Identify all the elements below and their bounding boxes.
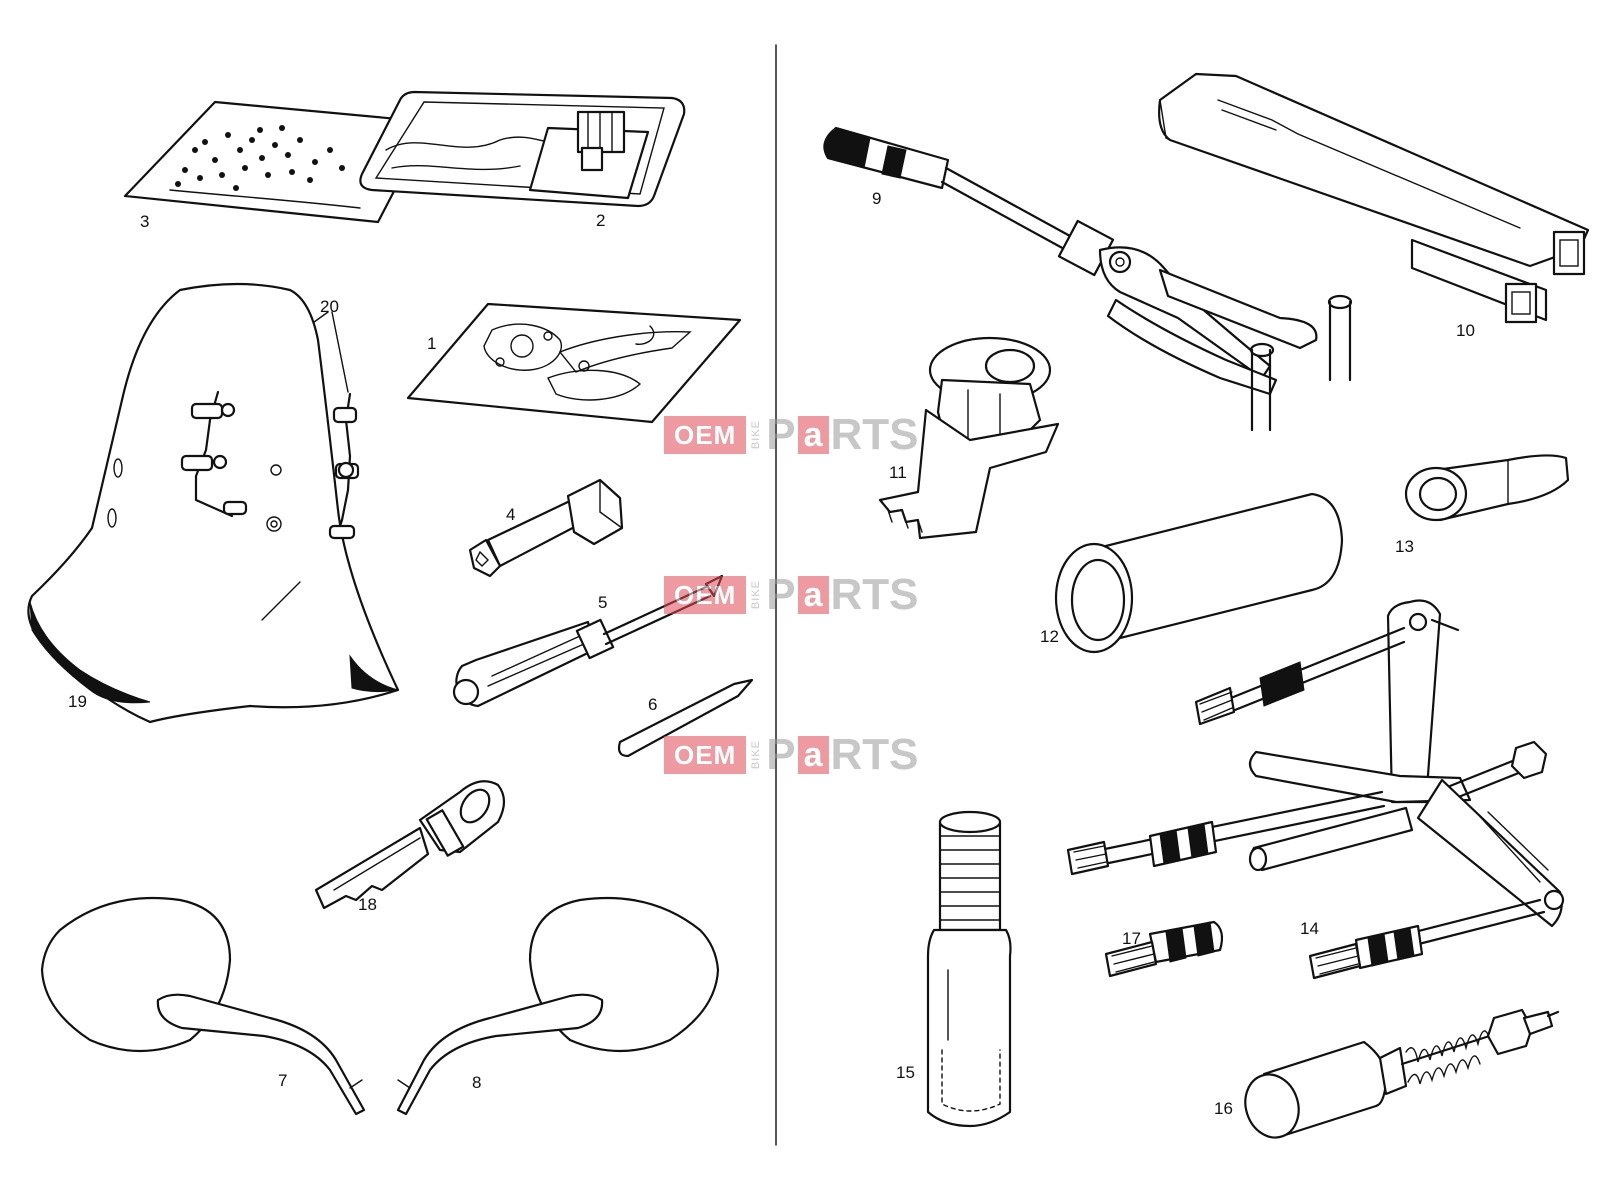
part-3-hardware-bag [123, 100, 432, 224]
label-part-2: 2 [596, 211, 605, 230]
part-1-gasket-set [406, 302, 742, 424]
label-part-19: 19 [68, 692, 87, 711]
label-part-1: 1 [427, 334, 436, 353]
watermark-bike-text: BIKE [750, 740, 763, 770]
label-part-17: 17 [1122, 929, 1141, 948]
part-11-flywheel-holder [878, 336, 1060, 540]
part-6-drift-pin [617, 678, 754, 758]
part-13-tapered-socket [1404, 454, 1570, 522]
watermark-p-text: P [766, 410, 796, 459]
watermark-oem-parts: OEM BIKE P a RTS [664, 410, 919, 459]
watermark-bike-text: BIKE [750, 580, 763, 610]
part-9-pin-spanner [823, 126, 1353, 432]
label-part-11: 11 [889, 463, 907, 482]
part-4-hex-socket [468, 478, 624, 578]
label-part-7: 7 [278, 1071, 287, 1090]
label-part-13: 13 [1395, 537, 1414, 556]
label-part-14: 14 [1300, 919, 1319, 938]
part-7-left-mirror [40, 896, 366, 1116]
label-part-15: 15 [896, 1063, 915, 1082]
part-8-right-mirror [396, 896, 720, 1116]
part-18-key [314, 780, 506, 910]
label-part-16: 16 [1214, 1099, 1233, 1118]
part-20-mounting-brackets [180, 390, 360, 540]
label-part-4: 4 [506, 505, 515, 524]
label-part-3: 3 [140, 212, 149, 231]
label-part-10: 10 [1456, 321, 1475, 340]
part-14-puller [1066, 599, 1565, 980]
watermark-oem-text: OEM [664, 736, 747, 774]
part-12-sleeve [1054, 492, 1344, 654]
watermark-p-text: P [766, 730, 796, 779]
watermark-a-text: a [797, 416, 829, 454]
label-part-12: 12 [1040, 627, 1059, 646]
part-number-labels: 3 2 20 1 4 5 6 19 18 7 8 9 10 11 13 12 1… [68, 189, 1475, 1118]
label-part-20: 20 [320, 297, 339, 316]
part-10-bar-tool [1158, 72, 1590, 324]
watermark-oem-parts: OEM BIKE P a RTS [664, 730, 919, 779]
watermark-rts-text: RTS [830, 730, 919, 779]
watermark-a-text: a [797, 736, 829, 774]
watermark-p-text: P [766, 570, 796, 619]
label-part-6: 6 [648, 695, 657, 714]
label-part-5: 5 [598, 593, 607, 612]
part-2-tool-pouch [359, 90, 686, 208]
watermark-oem-parts: OEM BIKE P a RTS [664, 570, 919, 619]
watermark-bike-text: BIKE [750, 420, 763, 450]
label-part-8: 8 [472, 1073, 481, 1092]
watermark-rts-text: RTS [830, 570, 919, 619]
label-part-9: 9 [872, 189, 881, 208]
part-15-threaded-tube [926, 810, 1012, 1128]
part-16-spring-pin-tool [1244, 1008, 1560, 1139]
label-part-18: 18 [358, 895, 377, 914]
watermark-oem-text: OEM [664, 576, 747, 614]
watermark-rts-text: RTS [830, 410, 919, 459]
part-19-windshield [27, 282, 400, 724]
watermark-oem-text: OEM [664, 416, 747, 454]
part-17-threaded-stud [1104, 920, 1224, 978]
watermark-a-text: a [797, 576, 829, 614]
